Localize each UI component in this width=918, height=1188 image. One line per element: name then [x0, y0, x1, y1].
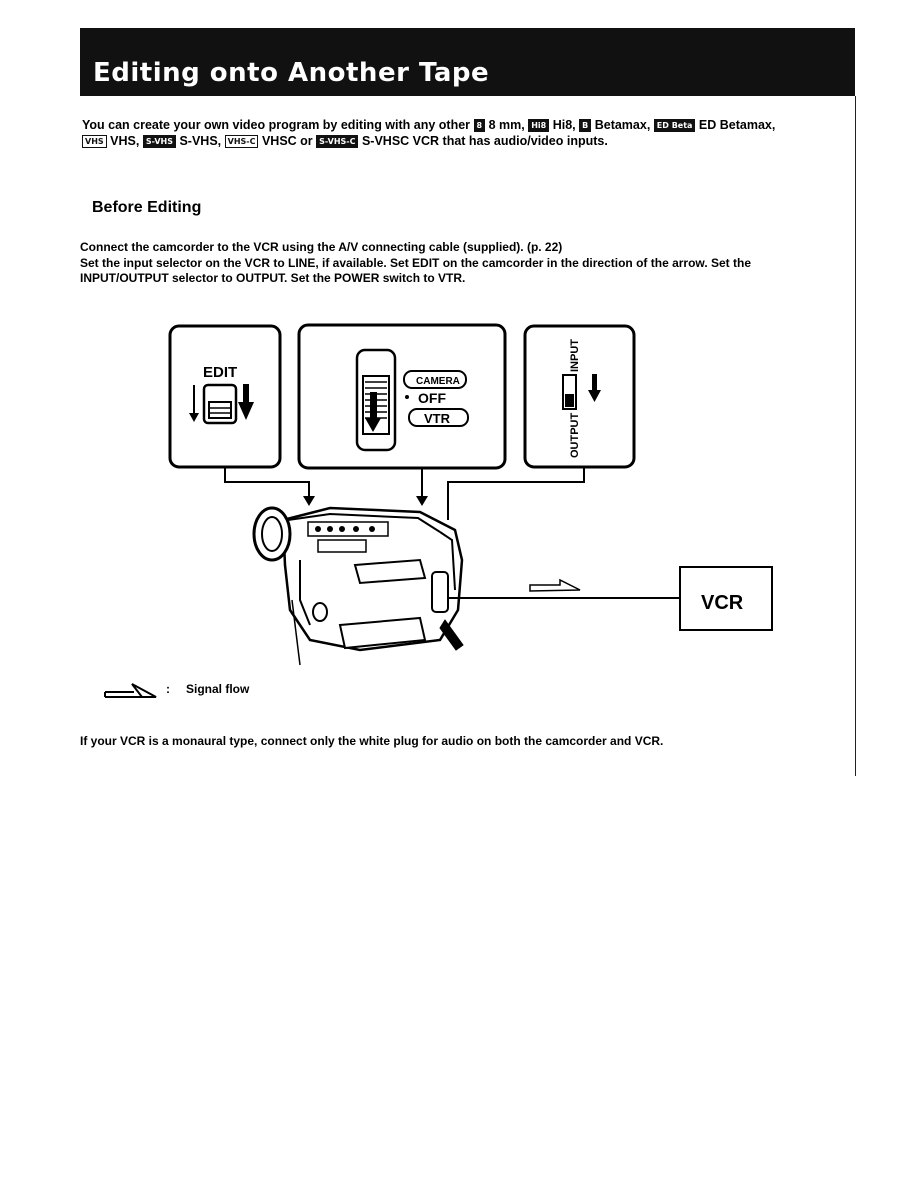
page-title: Editing onto Another Tape [93, 58, 490, 88]
edit-switch-panel: EDIT [168, 324, 282, 469]
format-badge-svhs: S-VHS [142, 135, 176, 148]
signal-flow-arrow-icon [104, 683, 157, 698]
format-badge-8mm: 8 [473, 119, 486, 132]
title-bar: Editing onto Another Tape [80, 28, 855, 96]
section-heading: Before Editing [92, 199, 202, 216]
intro-text: Betamax, [594, 118, 651, 132]
format-badge-hi8: Hi8 [528, 119, 550, 132]
vcr-box: VCR [679, 566, 773, 631]
connection-diagram: EDIT CAMERA OFF VTR INPUT OUTPUT [168, 323, 773, 666]
output-label: OUTPUT [569, 413, 581, 459]
arrow-down-icon [303, 496, 315, 506]
arrow-down-icon [416, 496, 428, 506]
intro-text: VHSC or [261, 134, 313, 148]
instruction-line: Set the input selector on the VCR to LIN… [80, 255, 751, 286]
arrow-down-icon [243, 384, 249, 404]
input-output-switch-panel: INPUT OUTPUT [523, 324, 636, 469]
format-badge-vhs: VHS [82, 135, 107, 148]
intro-text: S-VHS, [179, 134, 222, 148]
monaural-note: If your VCR is a monaural type, connect … [80, 734, 664, 748]
intro-text: You can create your own video program by… [82, 118, 471, 132]
power-switch-panel: CAMERA OFF VTR [297, 323, 507, 470]
instruction-line: Connect the camcorder to the VCR using t… [80, 240, 563, 254]
legend-label: Signal flow [186, 682, 250, 696]
camcorder-illustration [252, 506, 464, 666]
intro-paragraph: You can create your own video program by… [82, 117, 802, 149]
connector-lines [224, 467, 585, 520]
format-badge-svhsc: S-VHS-C [316, 135, 359, 148]
legend-colon: : [166, 682, 170, 696]
input-label: INPUT [569, 339, 581, 372]
power-label-camera: CAMERA [416, 376, 460, 387]
intro-text: S-VHSC VCR that has audio/video inputs. [361, 134, 608, 148]
arrow-down-icon [365, 418, 381, 432]
format-badge-betamax: B [579, 119, 592, 132]
signal-flow-arrow-icon [529, 578, 581, 592]
power-label-vtr: VTR [424, 411, 451, 426]
intro-text: ED Betamax, [698, 118, 776, 132]
format-badge-vhsc: VHS-C [224, 135, 259, 148]
intro-text: VHS, [110, 134, 140, 148]
vcr-label: VCR [701, 592, 744, 614]
arrow-down-icon [592, 374, 597, 392]
power-label-off: OFF [418, 390, 446, 406]
intro-text: 8 mm, [488, 118, 525, 132]
page-edge-rule [855, 96, 856, 776]
edit-label: EDIT [203, 364, 237, 381]
format-badge-ed-betamax: ED Beta [653, 119, 696, 132]
intro-text: Hi8, [552, 118, 576, 132]
setup-instructions: Connect the camcorder to the VCR using t… [80, 240, 820, 287]
